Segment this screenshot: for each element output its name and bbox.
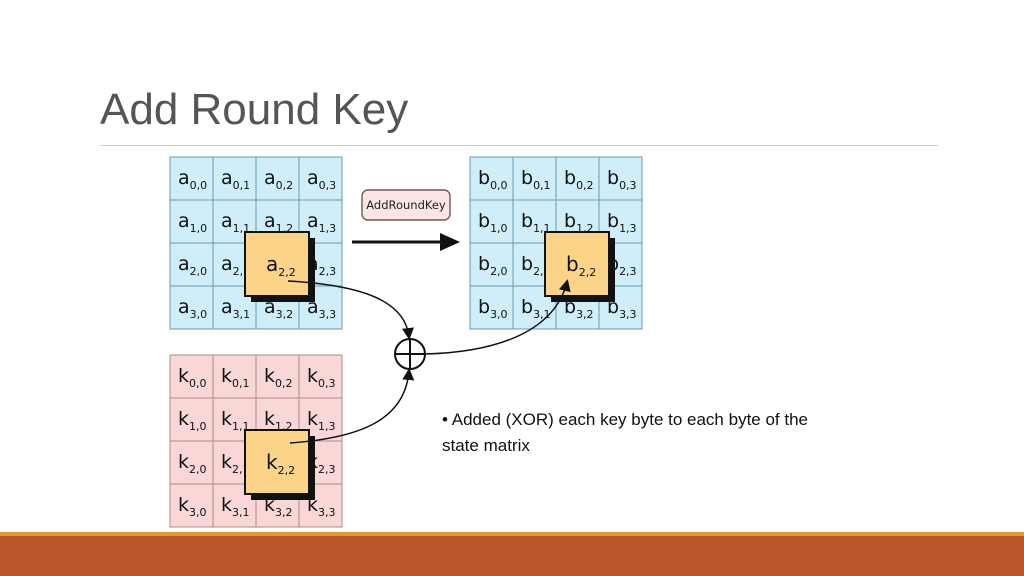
highlight-cell-key-k: k2,2: [244, 429, 315, 500]
matrix-cell: a0,1: [212, 156, 257, 201]
cell-label: a3,0: [178, 296, 207, 321]
matrix-cell: k0,3: [298, 354, 343, 399]
matrix-cell: b2,0: [469, 242, 514, 287]
matrix-cell: b1,0: [469, 199, 514, 244]
matrix-cell: a1,0: [169, 199, 214, 244]
footer-bar: [0, 536, 1024, 576]
matrix-cell: a3,0: [169, 285, 214, 330]
matrix-cell: a2,0: [169, 242, 214, 287]
slide-title: Add Round Key: [100, 85, 409, 134]
matrix-cell: b0,1: [512, 156, 557, 201]
matrix-cell: b0,3: [598, 156, 643, 201]
matrix-cell: k0,0: [169, 354, 214, 399]
matrix-cell: k2,0: [169, 440, 214, 485]
bullet-text: • Added (XOR) each key byte to each byte…: [442, 410, 808, 455]
matrix-cell: b3,0: [469, 285, 514, 330]
footer-accent-line: [0, 532, 1024, 536]
connector-xor-to-result: [425, 279, 571, 355]
matrix-cell: k3,0: [169, 483, 214, 528]
matrix-cell: b0,0: [469, 156, 514, 201]
matrix-cell: k1,0: [169, 397, 214, 442]
matrix-cell: k0,2: [255, 354, 300, 399]
operation-label: AddRoundKey: [366, 198, 446, 212]
matrix-cell: a0,2: [255, 156, 300, 201]
highlight-cell-result-b: b2,2: [544, 231, 615, 302]
connector-state-to-xor: [287, 280, 414, 340]
matrix-cell: a0,3: [298, 156, 343, 201]
highlight-label: k2,2: [266, 450, 295, 477]
matrix-cell: a0,0: [169, 156, 214, 201]
matrix-cell: k0,1: [212, 354, 257, 399]
connector-key-to-xor: [289, 368, 415, 444]
highlight-cell-state-a: a2,2: [244, 231, 315, 302]
operation-label-box: AddRoundKey: [361, 189, 451, 221]
transform-arrow: [352, 233, 460, 251]
matrix-cell: b0,2: [555, 156, 600, 201]
xor-symbol: [394, 338, 426, 370]
title-divider: [100, 145, 938, 146]
matrix-cell: a1,3: [298, 199, 343, 244]
